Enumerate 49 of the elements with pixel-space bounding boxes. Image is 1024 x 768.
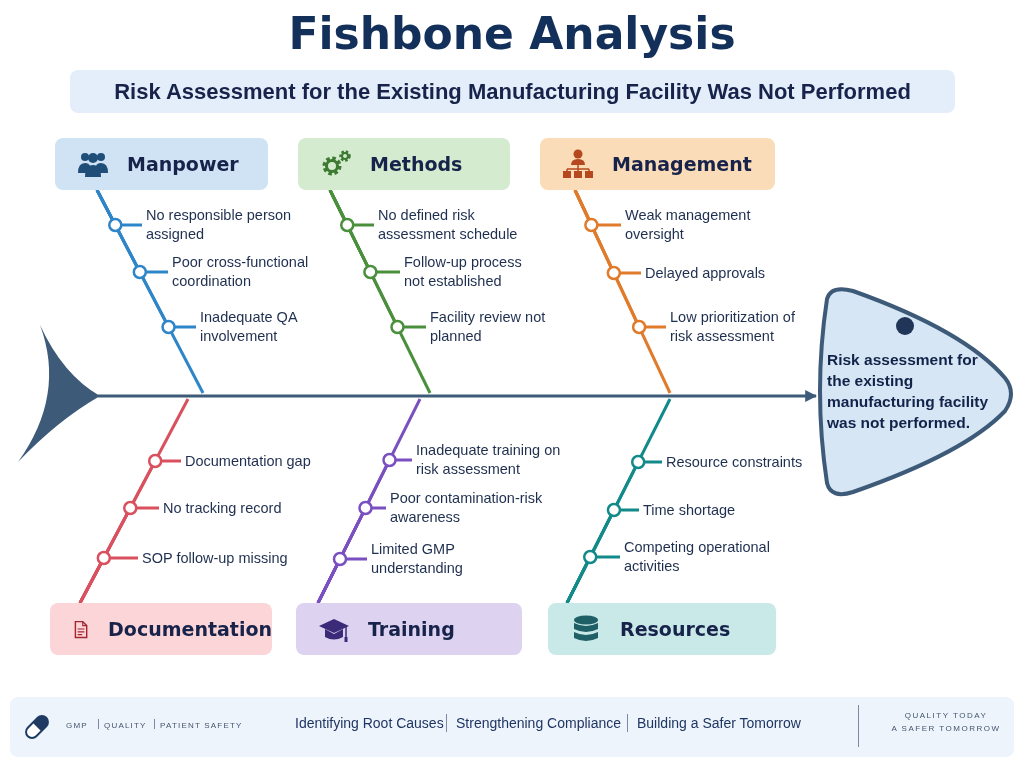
spine-arrow xyxy=(98,390,818,402)
cause-text: Follow-up process not established xyxy=(404,253,534,291)
footer-text: Strengthening Compliance xyxy=(456,715,621,731)
footer-text: QUALITY xyxy=(104,720,147,730)
cause-text: SOP follow-up missing xyxy=(142,548,292,568)
category-box xyxy=(296,603,522,655)
branch-line xyxy=(573,189,666,329)
branch-line xyxy=(328,189,426,329)
category-title: Documentation xyxy=(108,618,272,640)
cause-text: No defined risk assessment schedule xyxy=(378,206,528,244)
footer-text: QUALITY TODAY xyxy=(903,710,989,720)
footer-text: Identifying Root Causes xyxy=(295,715,444,731)
category-title: Methods xyxy=(370,153,463,175)
category-box xyxy=(50,603,272,655)
category-title: Management xyxy=(612,153,752,175)
branch-line xyxy=(316,557,367,604)
category-box xyxy=(548,603,776,655)
cause-text: Resource constraints xyxy=(666,452,806,472)
category-box xyxy=(55,138,268,190)
category-title: Manpower xyxy=(127,153,239,175)
cause-text: Poor cross-functional coordination xyxy=(172,253,322,291)
category-box xyxy=(298,138,510,190)
cause-text: Inadequate QA involvement xyxy=(200,308,330,346)
category-title: Training xyxy=(368,618,455,640)
cause-text: Poor contamination-risk awareness xyxy=(390,489,550,527)
cause-text: Competing operational activities xyxy=(624,538,784,576)
footer-text: GMP xyxy=(66,720,88,730)
title: Fishbone Analysis xyxy=(287,8,737,59)
footer-text: PATIENT SAFETY xyxy=(160,720,243,730)
footer-text: A SAFER TOMORROW xyxy=(890,723,1002,733)
category-box xyxy=(540,138,775,190)
cause-text: Low prioritization of risk assessment xyxy=(670,308,795,346)
cause-text: Delayed approvals xyxy=(645,263,785,283)
cause-text: Limited GMP understanding xyxy=(371,540,491,578)
cause-text: Documentation gap xyxy=(185,451,325,471)
category-title: Resources xyxy=(620,618,731,640)
branch-line xyxy=(78,556,138,604)
footer-text: Building a Safer Tomorrow xyxy=(637,715,801,731)
cause-text: No tracking record xyxy=(163,498,293,518)
effect-text: Risk assessment for the existing manufacturing facility was not performed. xyxy=(827,350,990,433)
subtitle-banner: Risk Assessment for the Existing Manufacturing Facility Was Not Performed xyxy=(70,70,955,113)
cause-text: Facility review not planned xyxy=(430,308,550,346)
cause-text: Time shortage xyxy=(643,500,773,520)
branch-line xyxy=(565,555,620,604)
cause-text: Inadequate training on risk assessment xyxy=(416,441,576,479)
branch-line xyxy=(95,189,196,329)
cause-text: Weak management oversight xyxy=(625,206,765,244)
fish-tail xyxy=(18,325,100,462)
cause-text: No responsible person assigned xyxy=(146,206,306,244)
